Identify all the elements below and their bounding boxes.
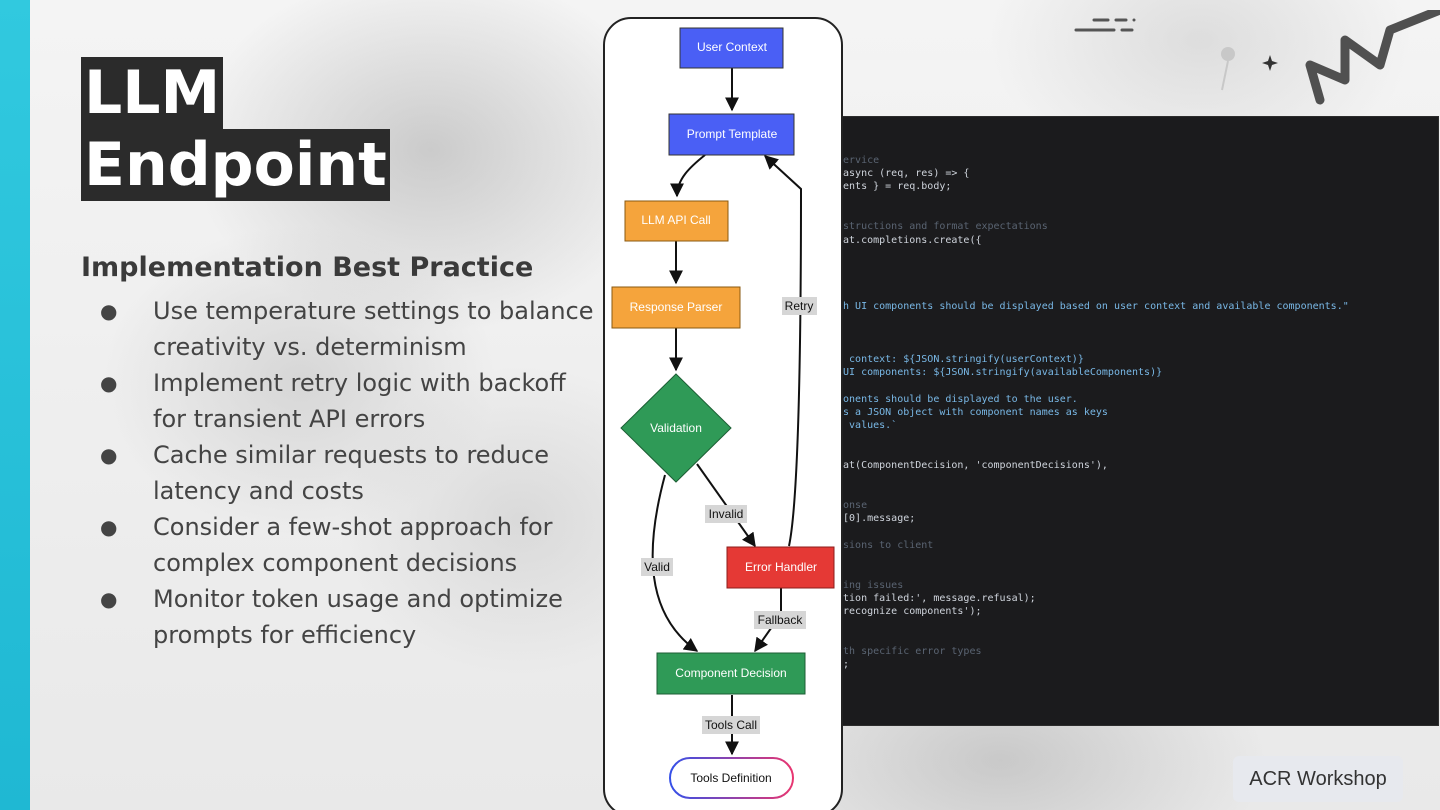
zigzag-decoration [1305,10,1440,105]
code-line: ponents should be displayed to the user. [837,394,1078,405]
node-user-context [679,27,784,69]
edge-label-invalid-bg [705,505,747,523]
node-prompt-template-label: Prompt Template [687,127,778,141]
slide-title-line-1: LLM [81,57,224,129]
code-line: r context: ${JSON.stringify(userContext)… [837,354,1084,365]
node-llm-api-call [624,200,729,242]
bullet-dot-icon: ● [100,371,118,395]
corner-decorations [1074,10,1440,105]
code-line: ch UI components should be displayed bas… [837,301,1349,312]
node-response-parser-label: Response Parser [630,300,723,314]
edge-label-retry: Retry [785,299,814,313]
left-accent-bar [0,0,30,810]
node-response-parser [611,286,741,329]
edge-valid [651,474,699,652]
code-line: recognize components'); [837,606,982,617]
code-line: isions to client [837,540,934,551]
code-line: async (req, res) => { [837,168,970,179]
node-user-context-label: User Context [697,40,768,54]
code-line: as a JSON object with component names as… [837,407,1108,418]
code-line: UI components: ${JSON.stringify(availabl… [837,367,1163,378]
code-line: nstructions and format expectations [837,221,1048,232]
edge-label-tools-call: Tools Call [705,718,757,732]
bullet-dot-icon: ● [100,299,118,323]
edge-label-fallback: Fallback [758,613,804,627]
slide-title-line-2: Endpoint [81,129,390,201]
code-line: s[0].message; [837,513,916,524]
edge-label-retry-bg [782,297,817,315]
pin-decoration [1221,47,1235,61]
code-line: service [837,155,880,166]
node-validation [620,373,732,483]
workshop-badge: ACR Workshop [1233,756,1403,802]
node-component-decision-label: Component Decision [675,666,786,680]
edge-label-invalid: Invalid [709,507,744,521]
code-line: cing issues [837,580,904,591]
node-error-handler [726,546,835,589]
code-line: ition failed:', message.refusal); [837,593,1036,604]
sparkle-icon [1262,55,1278,71]
edge-retry [763,155,803,547]
node-component-decision [656,652,806,695]
code-line: nents } = req.body; [837,181,952,192]
code-line: ); [837,659,850,670]
edge-label-valid-bg [641,558,673,576]
node-validation-label: Validation [650,421,702,435]
edge-template-to-llm [670,154,706,198]
flow-diagram: User Context Prompt Template LLM API Cal… [611,27,835,799]
node-prompt-template [668,113,795,156]
node-tools-definition-label: Tools Definition [690,771,771,785]
bullet-dot-icon: ● [100,587,118,611]
edge-label-valid: Valid [644,560,670,574]
bullet-dot-icon: ● [100,443,118,467]
pin-decoration-stem [1221,60,1229,91]
code-screenshot-panel: service async (req, res) => { nents } = r… [836,116,1439,726]
code-line: ponse [837,500,868,511]
edge-label-fallback-bg [754,611,806,629]
node-llm-api-call-label: LLM API Call [641,213,710,227]
code-line: hat.completions.create({ [837,235,982,246]
edge-label-tools-call-bg [702,716,760,734]
node-error-handler-label: Error Handler [745,560,817,574]
code-line: ith specific error types [837,646,982,657]
code-line: mat(ComponentDecision, 'componentDecisio… [837,460,1108,471]
flow-diagram-card: User Context Prompt Template LLM API Cal… [603,17,843,810]
section-heading: Implementation Best Practice [81,252,534,283]
code-line: s values.` [837,420,898,431]
bullet-dot-icon: ● [100,515,118,539]
node-tools-definition [669,757,794,799]
